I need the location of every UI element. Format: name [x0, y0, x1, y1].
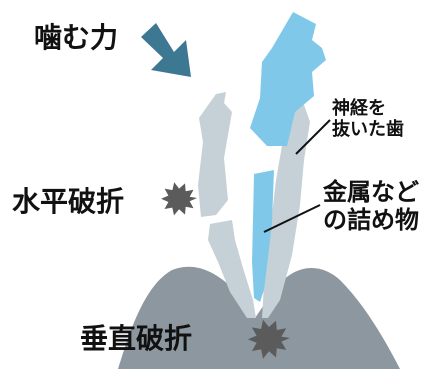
- devitalized-tooth-label-line1: 神経を: [332, 98, 386, 119]
- metal-filling-label: 金属など の詰め物: [323, 178, 419, 234]
- arrow-icon: [141, 23, 191, 77]
- jaw-bone: [118, 266, 400, 369]
- bite-force-label: 噛む力: [34, 21, 119, 54]
- vertical-fracture-label: 垂直破折: [80, 322, 193, 355]
- metal-filling-label-line2: の詰め物: [323, 205, 419, 234]
- fracture-burst-icon: [247, 319, 290, 359]
- tooth-devitalized: [262, 102, 310, 318]
- horizontal-fracture-label: 水平破折: [12, 185, 125, 218]
- tooth-lower-fragment: [208, 220, 256, 318]
- metal-filling-upper: [250, 12, 326, 146]
- fracture-burst-icon: [161, 182, 197, 216]
- metal-filling-label-line1: 金属など: [323, 178, 419, 206]
- devitalized-tooth-label-line2: 抜いた歯: [332, 118, 404, 140]
- metal-filling-post: [252, 170, 274, 302]
- leader-line: [295, 119, 331, 155]
- devitalized-tooth-label: 神経を 抜いた歯: [332, 98, 404, 140]
- tooth-upper-fragment: [198, 92, 232, 217]
- leader-line: [263, 204, 321, 233]
